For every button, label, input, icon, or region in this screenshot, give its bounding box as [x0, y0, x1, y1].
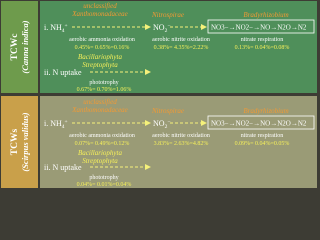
pathway-i-label: i. NH4+ [44, 23, 68, 34]
taxon-bacillariophyta: Bacillariophyta [78, 149, 122, 157]
nitrogen-pathway-diagram: TCWc (Canna indica) unclassified Xanthom… [1, 1, 317, 188]
side-subtitle: (Canna indica) [20, 20, 30, 73]
process-ammonia-oxidation: aerobic ammonia oxidation [69, 37, 135, 43]
sidebar-tcwc [1, 1, 38, 93]
taxon-nitrospirae: Nitrospirae [151, 107, 184, 115]
taxon-bradyrhizobium: Bradyrhizobium [243, 107, 288, 115]
taxon-bradyrhizobium: Bradyrhizobium [243, 11, 288, 19]
no2-node: NO2− [153, 119, 170, 130]
taxon-xanthomonadaceae: Xanthomonadaceae [71, 10, 128, 18]
value-phototrophy: 0.04%= 0.01%=0.04% [77, 182, 132, 188]
panel-tcwc [40, 1, 317, 93]
side-subtitle: (Scirpus validus) [20, 112, 30, 171]
diagram-root: TCWc (Canna indica) unclassified Xanthom… [1, 1, 317, 188]
side-title: TCWs [10, 129, 20, 156]
panel-tcws [40, 96, 317, 188]
value-ammonia-oxidation: 0.45%= 0.65%=0.16% [75, 45, 130, 51]
process-phototrophy: phototrophy [89, 175, 118, 181]
sidebar-tcws [1, 96, 38, 188]
process-nitrite-oxidation: aerobic nitrite oxidation [152, 133, 210, 139]
value-nitrite-oxidation: 0.38%= 4.35%=2.22% [154, 45, 209, 51]
process-nitrate-respiration: nitrate respiration [241, 133, 283, 139]
pathway-ii-label: ii. N uptake [44, 68, 82, 77]
value-phototrophy: 0.67%= 0.70%=1.06% [77, 87, 132, 93]
value-nitrate-respiration: 0.13%= 0.04%=0.08% [235, 45, 290, 51]
taxon-streptophyta: Streptophyta [82, 61, 118, 69]
no2-node: NO2− [153, 23, 170, 34]
taxon-streptophyta: Streptophyta [82, 157, 118, 165]
denitrification-box [207, 19, 315, 34]
process-nitrite-oxidation: aerobic nitrite oxidation [152, 37, 210, 43]
pathway-ii-label: ii. N uptake [44, 163, 82, 172]
taxon-bacillariophyta: Bacillariophyta [78, 53, 122, 61]
value-ammonia-oxidation: 0.07%= 0.49%=0.12% [75, 141, 130, 147]
taxon-unclassified: unclassified [83, 2, 117, 10]
denitrification-chain: NO3−→NO2−→NO→N2O→N2 [211, 120, 307, 128]
process-ammonia-oxidation: aerobic ammonia oxidation [69, 133, 135, 139]
taxon-xanthomonadaceae: Xanthomonadaceae [71, 106, 128, 114]
denitrification-box [207, 115, 315, 130]
process-nitrate-respiration: nitrate respiration [241, 37, 283, 43]
pathway-i-label: i. NH4+ [44, 119, 68, 130]
value-nitrite-oxidation: 3.83%= 2.63%=4.82% [154, 141, 209, 147]
denitrification-chain: NO3−→NO2−→NO→N2O→N2 [211, 24, 307, 32]
process-phototrophy: phototrophy [89, 80, 118, 86]
taxon-nitrospirae: Nitrospirae [151, 11, 184, 19]
side-title: TCWc [10, 34, 20, 61]
taxon-unclassified: unclassified [83, 98, 117, 106]
value-nitrate-respiration: 0.09%= 0.04%=0.05% [235, 141, 290, 147]
